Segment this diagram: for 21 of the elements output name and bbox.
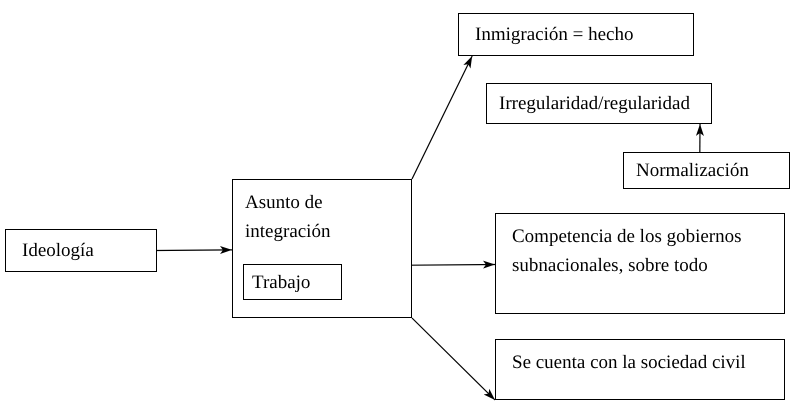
- box-label: Competencia de los gobiernos subnacionales, sobre todo: [512, 225, 743, 278]
- arrow: [411, 56, 473, 180]
- box-label: Asunto de integración: [245, 191, 332, 244]
- arrow: [412, 260, 495, 269]
- box-label: Ideología: [22, 239, 94, 263]
- text-box: [458, 13, 694, 56]
- text-box: [232, 179, 412, 318]
- box-label: Normalización: [636, 159, 749, 183]
- arrow: [412, 318, 496, 400]
- text-box: [495, 339, 785, 400]
- arrow: [157, 246, 232, 254]
- text-box: [623, 152, 790, 189]
- box-label: Inmigración = hecho: [475, 23, 634, 47]
- text-box: [243, 264, 342, 300]
- box-label: Irregularidad/regularidad: [499, 92, 690, 116]
- box-label: Trabajo: [252, 270, 310, 294]
- box-label: Se cuenta con la sociedad civil: [512, 351, 747, 375]
- text-box: [486, 83, 712, 124]
- text-box: [5, 229, 157, 272]
- text-box: [495, 213, 785, 314]
- arrow: [696, 124, 704, 152]
